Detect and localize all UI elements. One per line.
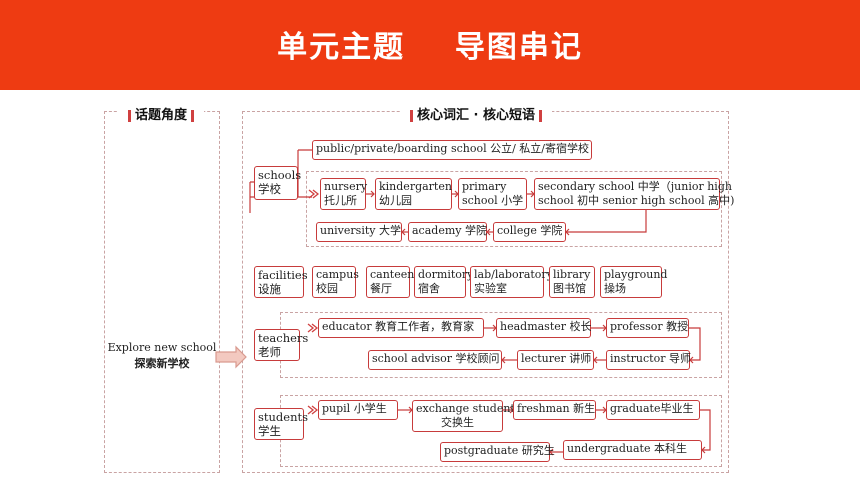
topic-theme: Explore new school 探索新学校 [104, 340, 220, 372]
teacher-school-advisor: school advisor 学校顾问 [368, 350, 502, 370]
student-pupil: pupil 小学生 [318, 400, 398, 420]
teacher-educator: educator 教育工作者，教育家 [318, 318, 484, 338]
chevron-group [307, 189, 320, 415]
topic-arrow [215, 345, 247, 369]
heading-bar-right [539, 109, 542, 122]
school-college: college 学院 [493, 222, 566, 242]
theme-english: Explore new school [107, 341, 217, 354]
schools-group-frame [306, 171, 722, 247]
student-freshman: freshman 新生 [513, 400, 596, 420]
teacher-headmaster: headmaster 校长 [496, 318, 592, 338]
topic-heading: 话题角度 [118, 104, 205, 123]
teacher-professor: professor 教授 [606, 318, 689, 338]
student-graduate: graduate毕业生 [606, 400, 700, 420]
vocab-heading: 核心词汇 · 核心短语 [400, 104, 552, 123]
teacher-instructor: instructor 导师 [606, 350, 691, 370]
school-types-box: public/private/boarding school 公立/ 私立/寄宿… [312, 140, 592, 160]
student-postgraduate: postgraduate 研究生 [440, 442, 555, 462]
theme-chinese: 探索新学校 [134, 357, 190, 370]
school-university: university 大学 [316, 222, 402, 242]
school-academy: academy 学院 [408, 222, 487, 242]
teacher-lecturer: lecturer 讲师 [517, 350, 594, 370]
heading-bar-right [191, 109, 195, 122]
page-title: 单元主题 导图串记 [277, 30, 583, 65]
title-banner: 单元主题 导图串记 [0, 0, 860, 90]
heading-bar-left [128, 109, 131, 122]
heading-bar-left [410, 109, 413, 122]
student-undergraduate: undergraduate 本科生 [563, 440, 702, 460]
